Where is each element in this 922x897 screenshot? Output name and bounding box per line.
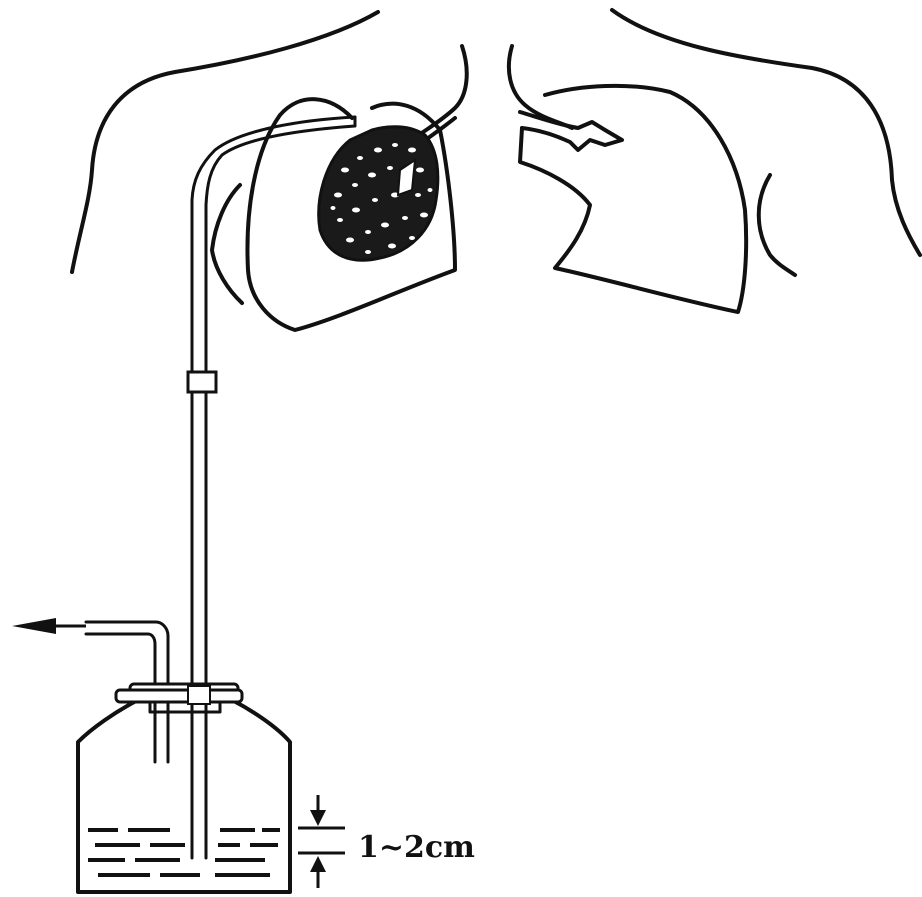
arrow-down-icon <box>310 810 326 826</box>
left-lung <box>520 86 795 312</box>
water-surface <box>88 830 280 875</box>
arrow-up-icon <box>310 856 326 872</box>
water-depth-label: 1~2cm <box>358 830 475 865</box>
vent-arrow-icon <box>12 618 56 634</box>
torso-outline <box>72 10 920 272</box>
collapsed-lung <box>319 127 438 260</box>
depth-dimension: 1~2cm <box>298 795 475 888</box>
